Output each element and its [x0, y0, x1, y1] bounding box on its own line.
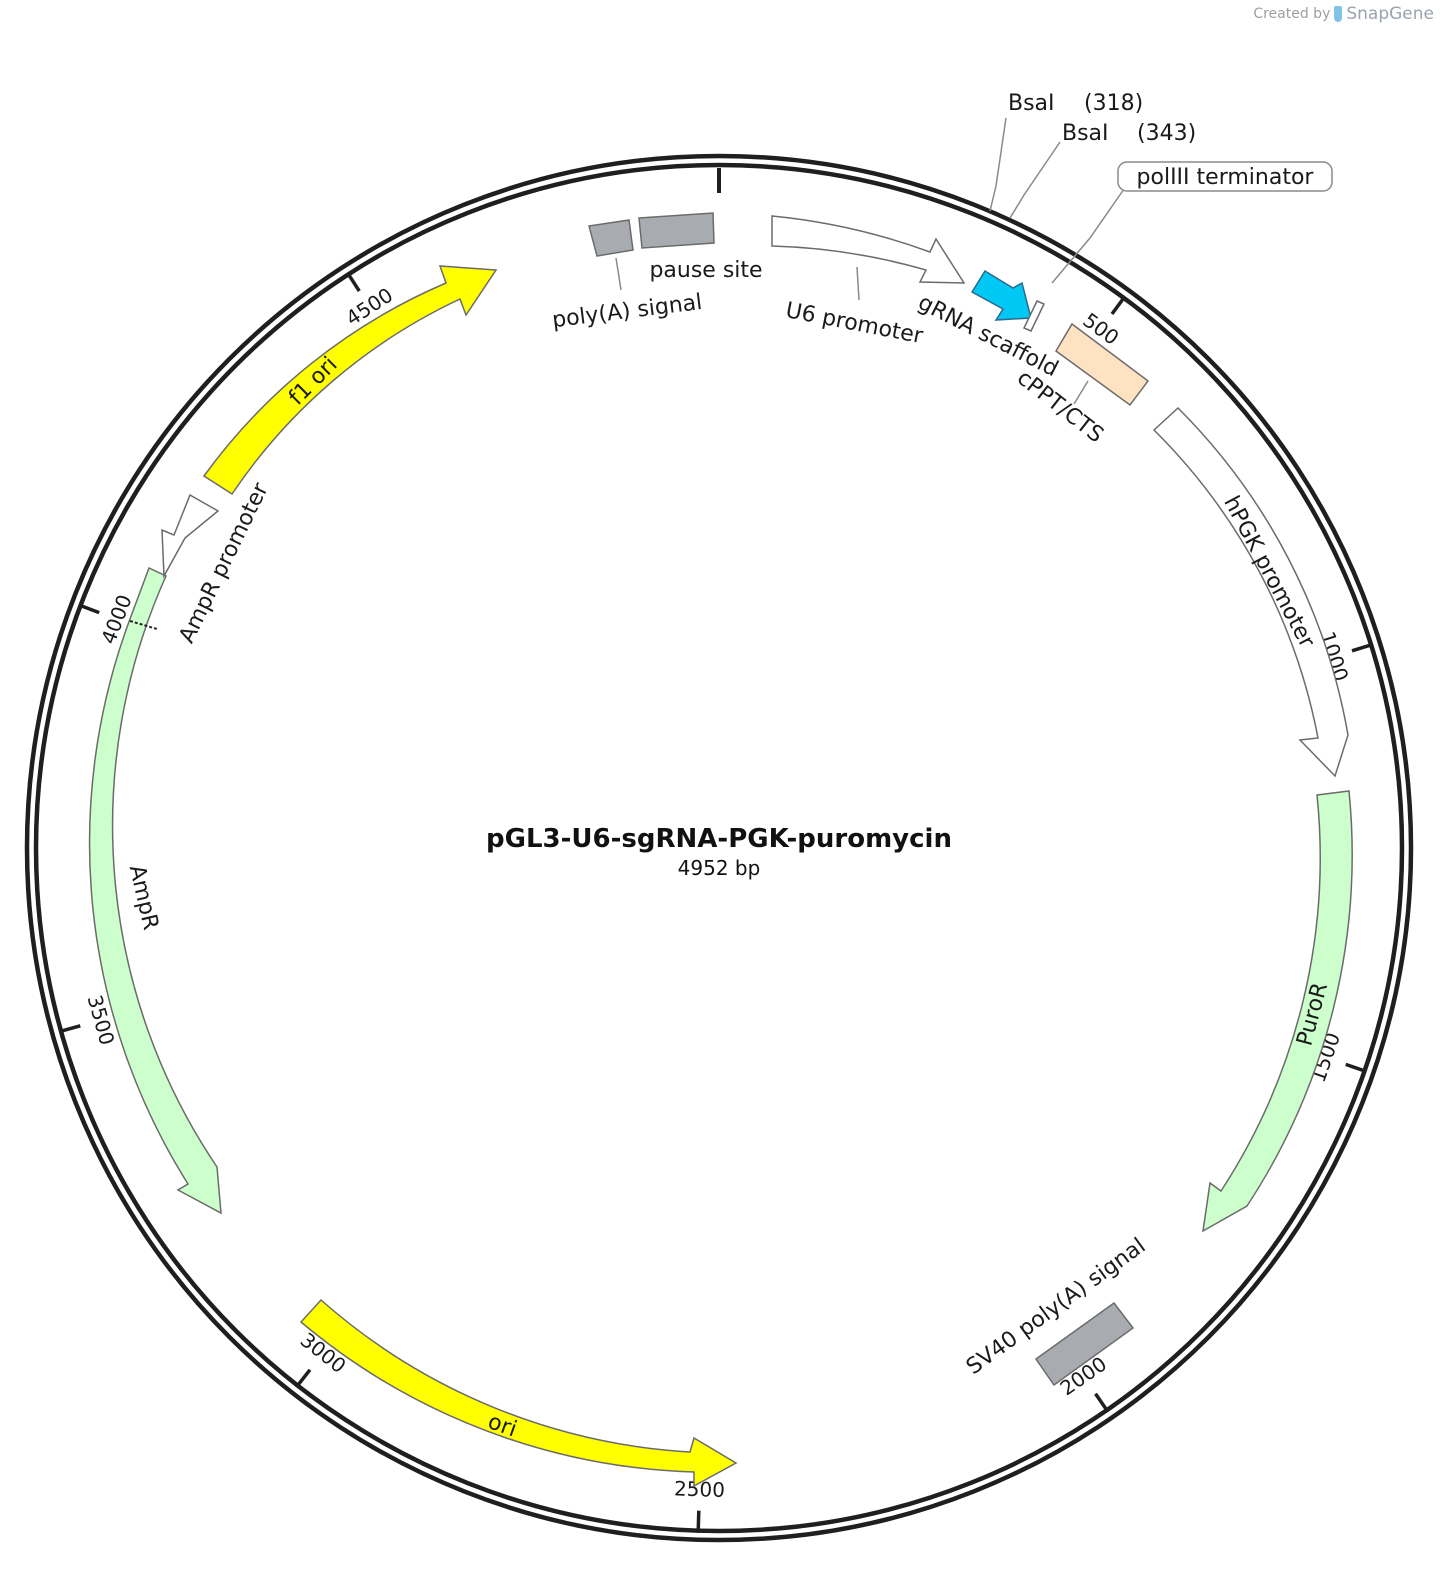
site-bsai-318[interactable]: BsaI (318): [989, 91, 1143, 212]
site-name-bsai-343: BsaI: [1062, 121, 1109, 146]
feature-puror[interactable]: PuroR: [1202, 790, 1353, 1233]
watermark-prefix: Created by: [1253, 6, 1331, 22]
backbone: [24, 153, 1414, 1543]
feature-sv40-polya[interactable]: SV40 poly(A) signal: [962, 1233, 1151, 1387]
snapgene-logo-icon: [1334, 6, 1343, 22]
feature-label-u6-promoter: U6 promoter: [784, 298, 926, 349]
site-pos-bsai-318: (318): [1084, 91, 1143, 116]
feature-u6-promoter[interactable]: U6 promoter: [771, 215, 966, 349]
snapgene-watermark: Created by SnapGene: [1253, 4, 1434, 24]
feature-label-polya-signal: poly(A) signal: [551, 290, 704, 333]
tick-4000: [77, 603, 100, 615]
feature-hpgk-promoter[interactable]: hPGK promoter: [1152, 406, 1349, 778]
feature-label-poliii-terminator: polIII terminator: [1137, 165, 1315, 190]
feature-label-ampr: AmpR: [124, 863, 163, 933]
plasmid-name: pGL3-U6-sgRNA-PGK-puromycin: [486, 824, 952, 854]
site-bsai-343[interactable]: BsaI (343): [1009, 121, 1196, 219]
feature-pause-site[interactable]: pause site: [638, 212, 763, 283]
tick-3000: [295, 1368, 312, 1389]
feature-ampr-promoter[interactable]: AmpR promoter: [161, 478, 274, 647]
feature-ori[interactable]: ori: [299, 1298, 738, 1488]
tick-1500: [1345, 1062, 1368, 1074]
feature-ampr[interactable]: AmpR: [88, 566, 222, 1215]
site-name-bsai-318: BsaI: [1008, 91, 1055, 116]
tick-2500: [696, 1510, 701, 1533]
feature-label-hpgk-promoter: hPGK promoter: [1218, 492, 1319, 653]
feature-f1-ori[interactable]: f1 ori: [202, 265, 498, 496]
feature-grna-scaffold[interactable]: gRNA scaffold: [914, 269, 1062, 382]
tick-4500: [345, 271, 361, 293]
tick-500: [1110, 295, 1127, 316]
tick-2000: [1094, 1392, 1110, 1413]
feature-label-pause-site: pause site: [649, 258, 762, 283]
feature-cppt-cts[interactable]: cPPT/CTS: [1012, 322, 1150, 448]
plasmid-length: 4952 bp: [678, 856, 761, 880]
feature-poliii-terminator[interactable]: polIII terminator: [1022, 161, 1333, 332]
tick-1000: [1351, 642, 1374, 653]
site-pos-bsai-343: (343): [1137, 121, 1196, 146]
watermark-brand: SnapGene: [1346, 4, 1434, 24]
tick-3500: [58, 1024, 81, 1034]
